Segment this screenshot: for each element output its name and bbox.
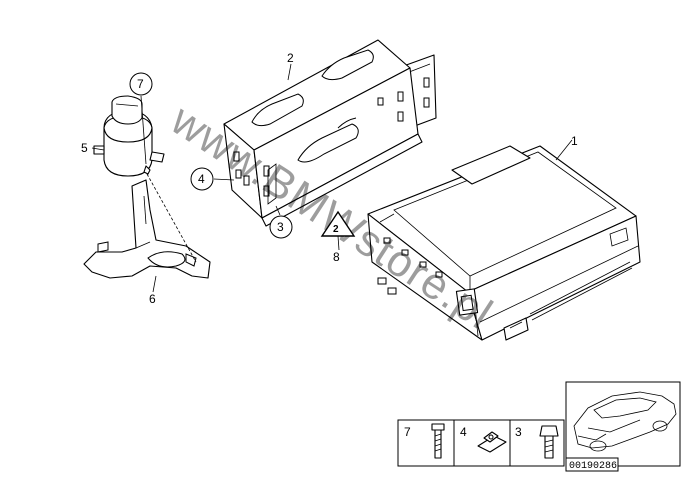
sensor-holder: [83, 95, 211, 279]
legend-item-bolt-number: 3: [515, 425, 522, 439]
navigation-computer: [367, 145, 641, 341]
callout-6: 6: [149, 292, 156, 306]
diagram-code-label: 00190286: [569, 461, 617, 472]
callout-4-label: 4: [198, 172, 205, 186]
legend-item-screw: 7: [404, 423, 445, 459]
mounting-bracket: [223, 39, 437, 227]
legend-item-clip-nut-number: 4: [460, 425, 467, 439]
callout-2: 2: [287, 51, 294, 65]
callout-8-label: 8: [333, 250, 340, 264]
screw-icon: [431, 423, 445, 459]
leader-lines: [91, 63, 573, 293]
callout-1: 1: [571, 134, 578, 148]
callout-3: 3: [269, 215, 293, 239]
note-triangle-icon: 2: [320, 210, 356, 237]
vehicle-thumbnail: [565, 381, 681, 467]
clip-nut-icon: [477, 431, 507, 453]
legend-item-clip-nut: 4: [460, 425, 507, 453]
callout-4: 4: [190, 167, 214, 191]
callout-8: 8: [333, 250, 340, 264]
callout-6-label: 6: [149, 292, 156, 306]
callout-1-label: 1: [571, 134, 578, 148]
diagram-code: 00190286: [565, 457, 619, 472]
callout-2-label: 2: [287, 51, 294, 65]
callout-7: 7: [129, 72, 153, 96]
callout-5: 5: [81, 141, 88, 155]
callout-3-label: 3: [277, 220, 284, 234]
legend-item-screw-number: 7: [404, 425, 411, 439]
note-triangle-label: 2: [333, 224, 339, 235]
car-icon: [573, 391, 677, 452]
legend-item-bolt: 3: [515, 425, 559, 459]
fastener-legend: 7 4 3: [397, 419, 565, 467]
callout-5-label: 5: [81, 141, 88, 155]
bolt-icon: [539, 425, 559, 459]
callout-7-label: 7: [137, 77, 144, 91]
